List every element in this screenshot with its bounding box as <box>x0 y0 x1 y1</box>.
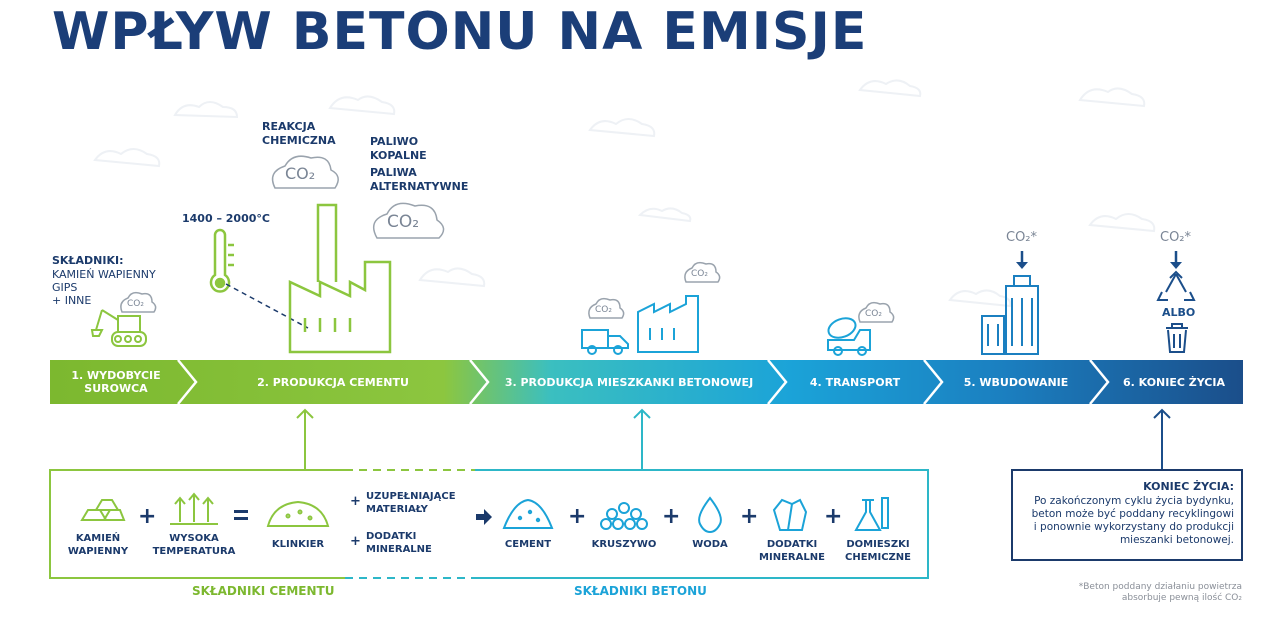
raw-ingredients: SKŁADNIKI: KAMIEŃ WAPIENNY GIPS + INNE <box>52 254 156 307</box>
cement-icon <box>502 498 554 529</box>
chemistry-flask-icon <box>854 497 889 531</box>
clinker-icon <box>266 500 330 527</box>
clinker-label: KLINKIER <box>271 539 325 550</box>
step-6-label: 6. KONIEC ŻYCIA <box>1123 376 1225 389</box>
excavator-icon <box>90 309 147 347</box>
process-bar <box>50 359 1243 405</box>
end-of-life-note: KONIEC ŻYCIA: Po zakończonym cyklu życia… <box>1031 480 1234 546</box>
co2-cloud-6 <box>858 301 895 323</box>
plus-icon: + <box>740 504 759 529</box>
down-arrow-icon <box>1016 251 1028 269</box>
equals-icon <box>234 510 248 520</box>
down-arrow-icon-2 <box>1170 251 1182 269</box>
limestone-icon <box>80 499 126 521</box>
plus-icon: + <box>662 504 681 529</box>
plus-icon: + <box>824 504 843 529</box>
mineral-additives-cement: + DODATKI MINERALNE <box>350 531 432 555</box>
cement-ingredients-heading: SKŁADNIKI CEMENTU <box>192 584 335 598</box>
building-icon <box>981 275 1039 355</box>
temperature-leader <box>225 283 309 329</box>
co2-label: CO₂ <box>387 212 420 232</box>
step-3-label: 3. PRODUKCJA MIESZKANKI BETONOWEJ <box>504 376 754 389</box>
end-of-life-up-arrow <box>1153 408 1171 470</box>
co2-label: CO₂ <box>691 269 708 279</box>
co2-label: CO₂ <box>285 164 316 183</box>
temperature-ingredient-label: WYSOKA TEMPERATURA <box>152 533 236 557</box>
or-label: ALBO <box>1162 306 1196 319</box>
page-title: WPŁYW BETONU NA EMISJE <box>52 2 868 62</box>
ingredients-box <box>49 469 929 579</box>
mineral-additives-label: DODATKI MINERALNE <box>759 539 825 563</box>
admixtures-label: DOMIESZKI CHEMICZNE <box>844 539 911 563</box>
mineral-crystal-icon <box>772 498 808 531</box>
co2-star-label: CO₂* <box>1160 230 1192 245</box>
co2-cloud-3 <box>372 202 445 239</box>
co2-cloud-2 <box>271 155 339 189</box>
co2-cloud-1 <box>120 291 157 313</box>
concrete-up-arrow <box>633 408 651 470</box>
concrete-plant-icon <box>637 295 699 353</box>
co2-star-label: CO₂* <box>1006 230 1038 245</box>
water-label: WODA <box>692 539 728 550</box>
concrete-ingredients-heading: SKŁADNIKI BETONU <box>574 584 707 598</box>
limestone-label: KAMIEŃ WAPIENNY <box>67 533 129 557</box>
plus-icon: + <box>568 504 587 529</box>
heat-arrows-icon <box>170 492 218 525</box>
background-clouds <box>93 79 1156 308</box>
supplementary-materials: + UZUPEŁNIAJĄCE MATERIAŁY <box>350 491 456 515</box>
temperature-label: 1400 – 2000°C <box>182 212 270 225</box>
aggregate-label: KRUSZYWO <box>591 539 657 550</box>
step-4-label: 4. TRANSPORT <box>809 376 901 389</box>
step-5-label: 5. WBUDOWANIE <box>963 376 1069 389</box>
dump-truck-icon <box>581 329 629 355</box>
end-of-life-box <box>1011 469 1243 561</box>
water-drop-icon <box>698 496 722 534</box>
thermometer-icon <box>209 228 234 293</box>
arrow-right-icon <box>476 509 492 525</box>
cement-label: CEMENT <box>504 539 552 550</box>
cement-up-arrow <box>296 408 314 470</box>
plus-icon: + <box>138 504 157 529</box>
step-2-label: 2. PRODUKCJA CEMENTU <box>257 376 409 389</box>
recycle-icon <box>1156 270 1196 301</box>
trash-bin-icon <box>1166 323 1188 353</box>
co2-cloud-5 <box>684 261 721 283</box>
step-1-label: 1. WYDOBYCIE SUROWCA <box>71 369 161 395</box>
co2-cloud-4 <box>588 297 625 319</box>
footnote: *Beton poddany działaniu powietrza absor… <box>1078 582 1242 603</box>
aggregate-icon <box>600 502 648 530</box>
co2-label: CO₂ <box>865 309 882 319</box>
mixer-truck-icon <box>827 317 871 356</box>
cement-factory-icon <box>288 203 392 354</box>
co2-label: CO₂ <box>595 305 612 315</box>
co2-label: CO₂ <box>127 299 144 309</box>
